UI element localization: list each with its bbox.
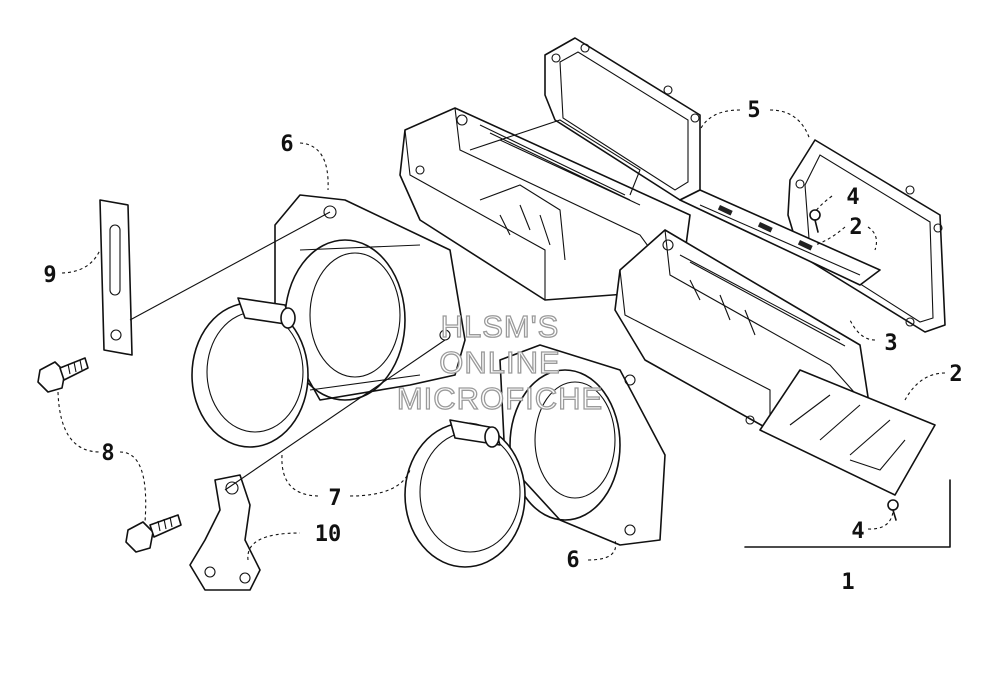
callout-8: 8 [101, 441, 114, 466]
watermark: HLSM'S ONLINE MICROFICHE [396, 308, 603, 416]
alignment-line-lower [224, 339, 446, 491]
bolt-lower [125, 514, 182, 553]
watermark-line-1: HLSM'S [441, 309, 560, 344]
screw-upper [809, 209, 821, 233]
leader-lines [57, 109, 946, 560]
bracket-10 [189, 474, 261, 591]
reed-cage-upper [399, 107, 691, 301]
group-bracket-line [744, 479, 951, 548]
plate-9 [99, 199, 133, 356]
callout-1: 1 [841, 570, 854, 595]
callout-7: 7 [328, 486, 341, 511]
reed-plate-lower [759, 369, 936, 496]
callout-6-lower: 6 [566, 548, 579, 573]
callout-4-upper: 4 [846, 185, 859, 210]
watermark-line-3: MICROFICHE [397, 381, 603, 416]
alignment-line-upper [129, 211, 331, 321]
callout-2-upper: 2 [849, 215, 862, 240]
callout-6-upper: 6 [280, 132, 293, 157]
clamp-lower [404, 419, 526, 568]
gasket-lower [787, 139, 946, 333]
callout-3: 3 [884, 331, 897, 356]
callout-4-lower: 4 [851, 519, 864, 544]
reed-plate-upper [679, 189, 881, 286]
bolt-upper [37, 357, 89, 393]
clamp-upper [191, 297, 309, 448]
watermark-line-2: ONLINE [439, 345, 560, 380]
callout-5: 5 [747, 98, 760, 123]
callout-2-lower: 2 [949, 362, 962, 387]
callout-9: 9 [43, 263, 56, 288]
intake-boot-lower [499, 344, 666, 546]
callout-10: 10 [315, 522, 342, 547]
screw-lower [887, 499, 899, 521]
